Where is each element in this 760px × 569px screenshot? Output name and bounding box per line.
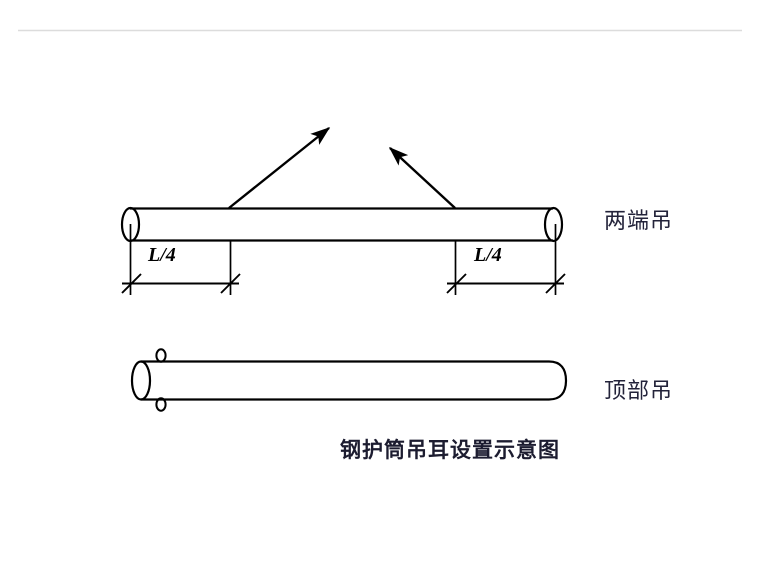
dimension-tick-right-b — [545, 273, 566, 294]
dimension-label-left: L/4 — [148, 244, 176, 266]
lift-arrow-left — [228, 127, 331, 209]
dimension-right — [446, 224, 566, 295]
lifting-lug-lower — [155, 397, 167, 412]
both-ends-lift-view — [120, 127, 566, 295]
lift-arrow-right — [388, 147, 456, 209]
cylinder-right-end-ellipse — [543, 206, 564, 243]
dimension-tick-left-b — [220, 273, 241, 294]
scheme-label-both-ends: 两端吊 — [604, 208, 674, 233]
dimension-left — [121, 224, 241, 295]
scheme-label-top-lift: 顶部吊 — [604, 378, 674, 403]
lower-cylinder-left-end-ellipse — [130, 360, 152, 401]
lifting-lug-upper — [155, 348, 167, 363]
lower-cylinder-right-rounded-cap — [548, 360, 568, 401]
figure-caption: 钢护筒吊耳设置示意图 — [340, 438, 560, 462]
dimension-label-right: L/4 — [474, 244, 502, 266]
top-lift-view — [130, 348, 568, 412]
dimension-tick-right-a — [446, 273, 467, 294]
dimension-tick-left-a — [121, 273, 142, 294]
